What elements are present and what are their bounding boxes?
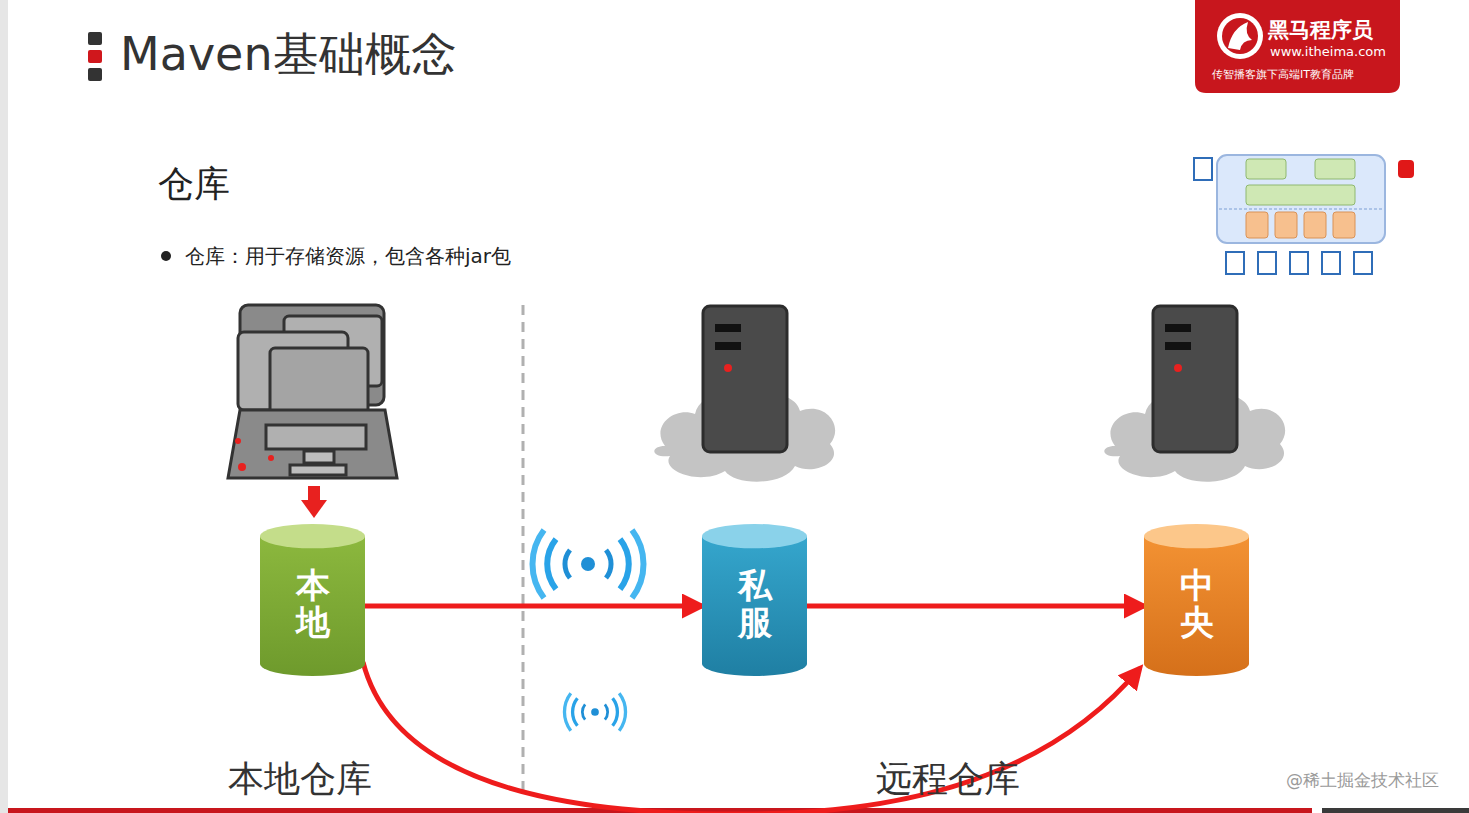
watermark: @稀土掘金技术社区 xyxy=(1286,769,1439,792)
flow-arrow xyxy=(807,604,1144,609)
repository-cylinder: 本地 xyxy=(260,524,365,676)
logo-slogan: 传智播客旗下高端IT教育品牌 xyxy=(1212,67,1354,82)
node-label: 中央 xyxy=(1180,567,1214,642)
repository-cylinder: 中央 xyxy=(1144,524,1249,676)
flow-arrow xyxy=(365,604,702,609)
node-label: 私服 xyxy=(738,567,772,642)
zone-label: 本地仓库 xyxy=(228,755,372,804)
logo-url: www.itheima.com xyxy=(1270,44,1386,59)
slide-title: Maven基础概念 xyxy=(120,24,457,86)
node-label: 本地 xyxy=(296,567,330,642)
flow-arrow xyxy=(363,662,1140,813)
repository-cylinder: 私服 xyxy=(702,524,807,676)
logo-name: 黑马程序员 xyxy=(1268,16,1373,44)
zone-label: 远程仓库 xyxy=(876,755,1020,804)
bullet-text: 仓库：用于存储资源，包含各种jar包 xyxy=(185,243,511,270)
section-heading: 仓库 xyxy=(158,160,230,209)
